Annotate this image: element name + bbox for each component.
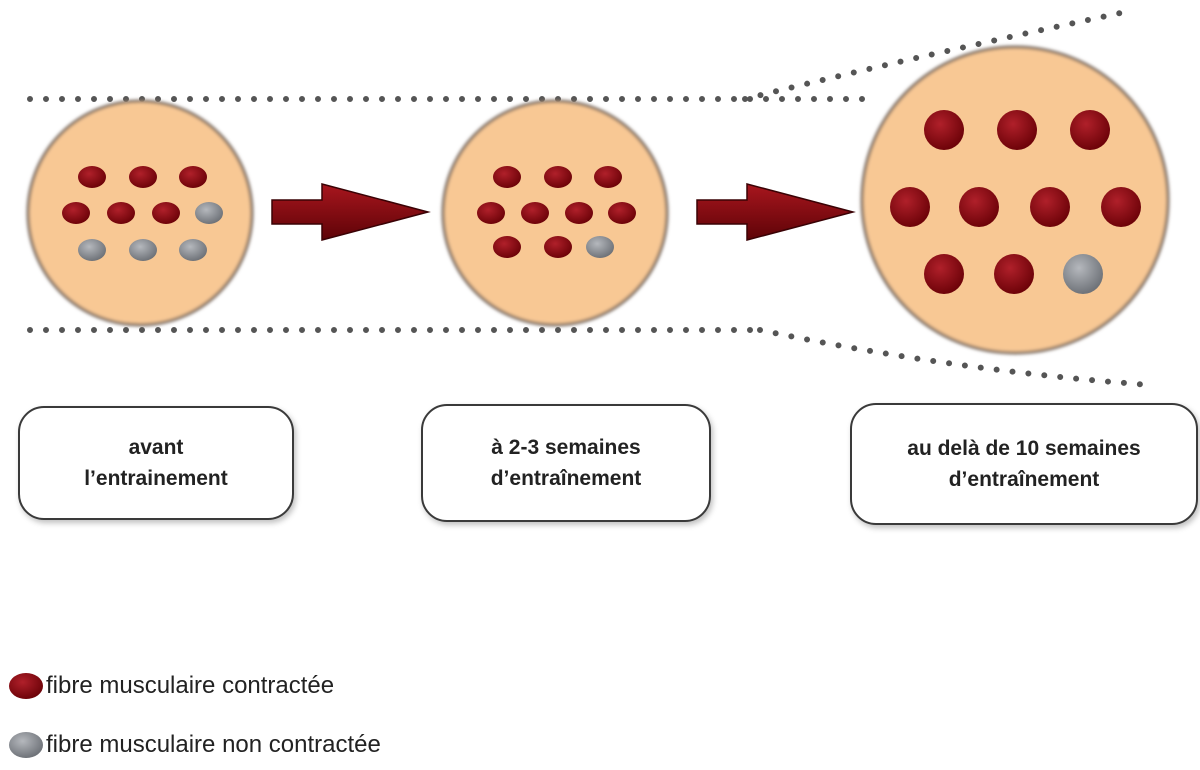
fibers-2-3-weeks — [477, 166, 636, 258]
fibers-10-weeks — [890, 110, 1141, 294]
fiber-contracted — [890, 187, 930, 227]
legend-relaxed-swatch — [9, 732, 43, 758]
fiber-contracted — [544, 236, 572, 258]
fiber-contracted — [565, 202, 593, 224]
legend-swatches — [9, 673, 43, 758]
fiber-contracted — [493, 166, 521, 188]
fiber-contracted — [994, 254, 1034, 294]
fiber-contracted — [1070, 110, 1110, 150]
fiber-contracted — [608, 202, 636, 224]
fiber-contracted — [129, 166, 157, 188]
fiber-contracted — [477, 202, 505, 224]
fiber-contracted — [78, 166, 106, 188]
muscle-before — [26, 99, 254, 327]
fiber-contracted — [107, 202, 135, 224]
fiber-contracted — [521, 202, 549, 224]
fiber-contracted — [1030, 187, 1070, 227]
fibers-before — [62, 166, 223, 261]
legend-relaxed-text: fibre musculaire non contractée — [46, 731, 381, 758]
fiber-relaxed — [1063, 254, 1103, 294]
fiber-contracted — [152, 202, 180, 224]
legend-relaxed: fibre musculaire non contractée — [6, 731, 381, 759]
arrow-right-2 — [696, 183, 856, 241]
fiber-contracted — [594, 166, 622, 188]
fiber-relaxed — [586, 236, 614, 258]
legend-contracted-dot — [6, 672, 46, 700]
legend-contracted-swatch — [9, 673, 43, 699]
muscle-2-3-weeks — [441, 99, 669, 327]
fiber-relaxed — [129, 239, 157, 261]
label-10-weeks: au delà de 10 semaines d’entraînement — [850, 403, 1198, 525]
fiber-relaxed — [179, 239, 207, 261]
label-2-3-weeks-line2: d’entraînement — [490, 467, 642, 490]
fiber-contracted — [493, 236, 521, 258]
label-before-line1: avant — [128, 436, 184, 459]
fiber-contracted — [1101, 187, 1141, 227]
fiber-contracted — [924, 254, 964, 294]
arrow-right-1 — [271, 183, 431, 241]
label-before-line2: l’entrainement — [84, 467, 228, 490]
fiber-relaxed — [78, 239, 106, 261]
upper-flare-line — [742, 9, 1128, 102]
label-2-3-weeks: à 2-3 semaines d’entraînement — [421, 404, 711, 522]
legend-relaxed-dot — [6, 731, 46, 759]
label-10-weeks-line2: d’entraînement — [948, 468, 1100, 491]
guide-lines — [27, 9, 1153, 388]
label-2-3-weeks-line1: à 2-3 semaines — [491, 436, 641, 459]
arrows — [271, 183, 856, 241]
fiber-contracted — [62, 202, 90, 224]
fiber-contracted — [924, 110, 964, 150]
label-before-training: avant l’entrainement — [18, 406, 294, 520]
legend-contracted-text: fibre musculaire contractée — [46, 672, 335, 699]
label-10-weeks-line1: au delà de 10 semaines — [907, 437, 1141, 460]
fiber-contracted — [997, 110, 1037, 150]
fiber-contracted — [544, 166, 572, 188]
fiber-contracted — [959, 187, 999, 227]
fiber-relaxed — [195, 202, 223, 224]
legend-contracted: fibre musculaire contractée — [6, 672, 334, 700]
fiber-contracted — [179, 166, 207, 188]
